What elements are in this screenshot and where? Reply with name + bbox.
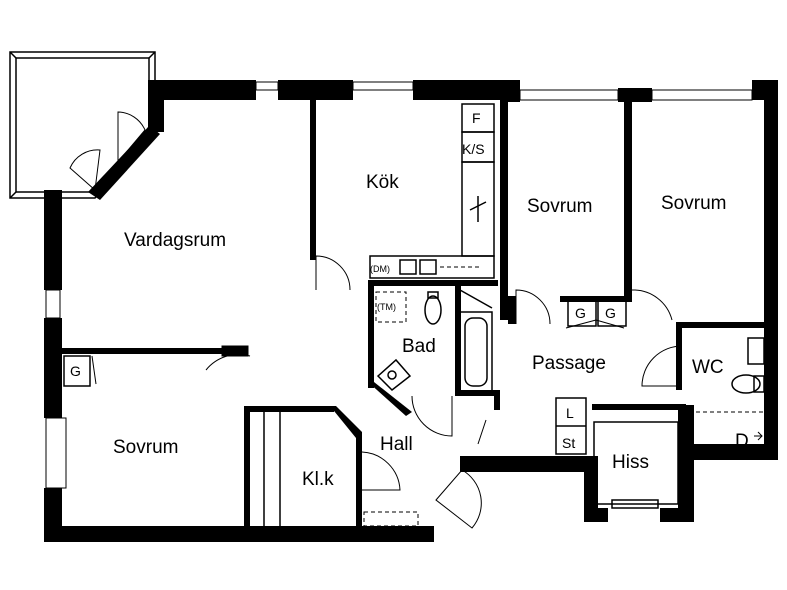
windows [45, 81, 753, 489]
room-label-passage: Passage [532, 353, 606, 374]
fixture-label-wardrobe-1: G [575, 305, 586, 321]
balcony [9, 51, 156, 199]
exterior-walls [44, 80, 778, 542]
fixture-label-cleaning: St [562, 435, 575, 451]
fixture-label-fridge: F [472, 110, 481, 126]
interior-walls [62, 100, 770, 526]
fixture-label-dishwasher: (DM) [370, 264, 390, 274]
bath-fixtures [375, 289, 493, 393]
cabinets [63, 299, 627, 387]
room-label-hiss: Hiss [612, 452, 649, 473]
wc-fixtures [731, 337, 765, 394]
room-label-kok: Kök [366, 172, 399, 193]
room-label-wc: WC [692, 357, 724, 378]
fixture-label-washing-machine: (TM) [377, 302, 396, 312]
room-label-sovrum-2: Sovrum [661, 193, 726, 214]
room-label-klk: Kl.k [302, 469, 334, 490]
fixture-label-linen: L [566, 405, 574, 421]
fixture-label-fridge-freezer: K/S [462, 141, 485, 157]
room-label-bad: Bad [402, 336, 436, 357]
fixture-label-wardrobe-2: G [605, 305, 616, 321]
room-label-sovrum-3: Sovrum [113, 437, 178, 458]
doors [69, 111, 683, 529]
room-label-hall: Hall [380, 434, 413, 455]
duct-arrow-icon [754, 431, 763, 441]
room-label-vardagsrum: Vardagsrum [124, 230, 226, 251]
room-label-sovrum-1: Sovrum [527, 196, 592, 217]
kitchen-fixtures [369, 103, 495, 279]
fixture-label-wardrobe-3: G [70, 363, 81, 379]
fixture-label-duct: D [735, 431, 749, 452]
